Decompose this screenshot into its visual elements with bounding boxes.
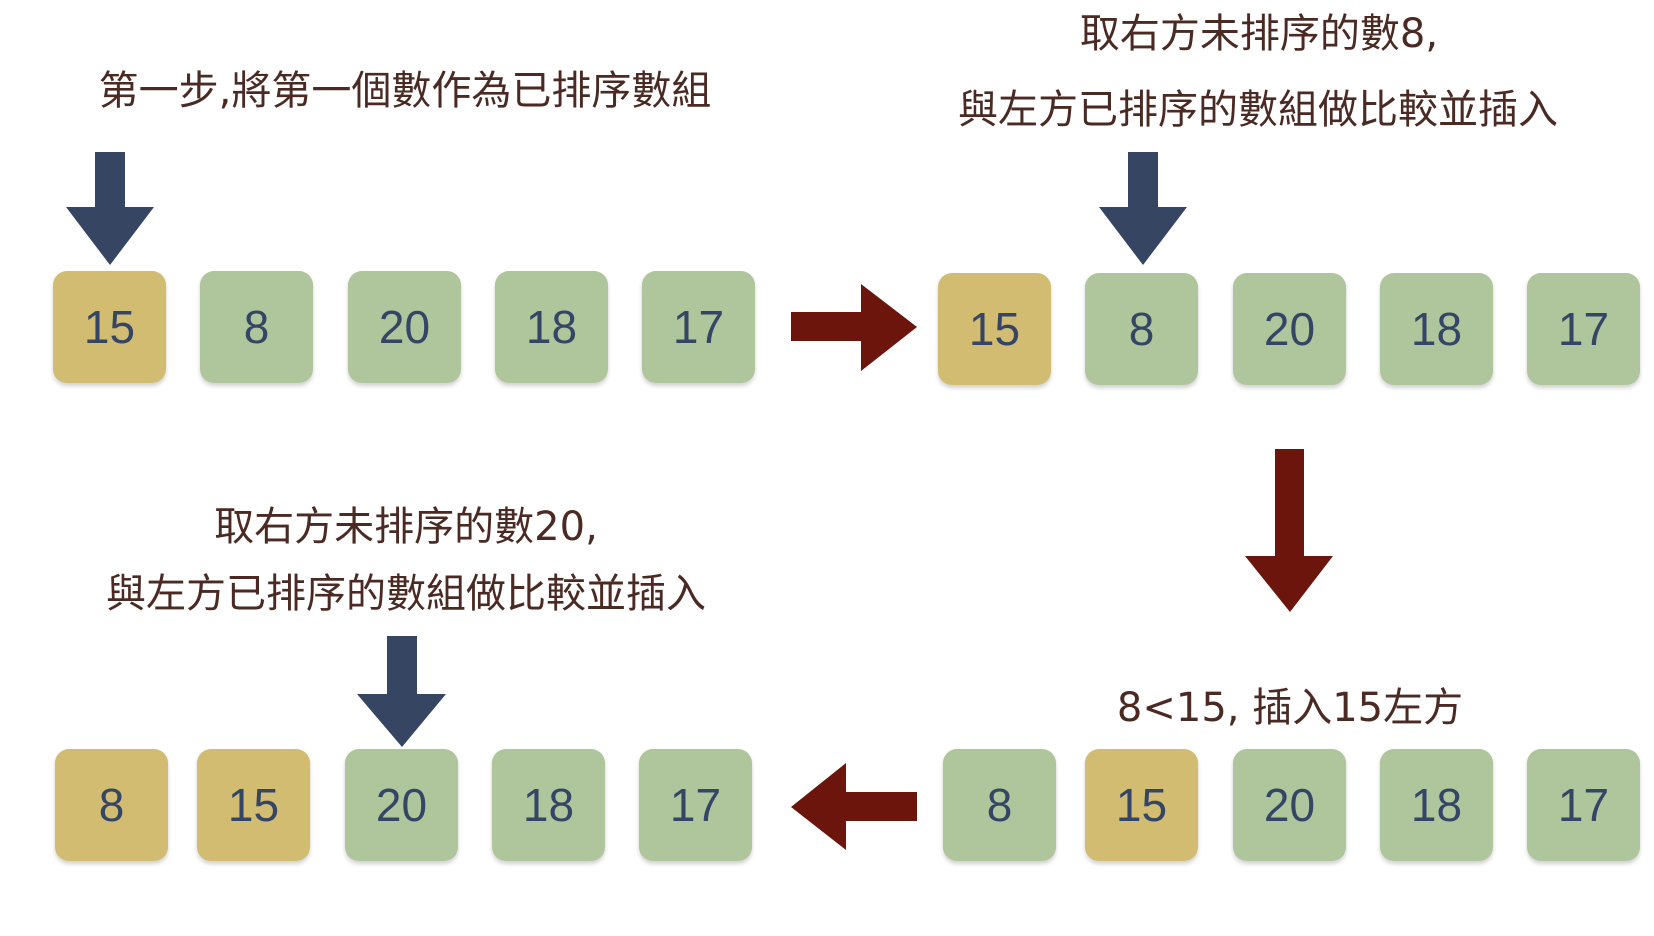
unsorted-array-cell: 20 [1233,273,1346,385]
unsorted-array-cell: 18 [492,749,605,861]
unsorted-array-cell: 20 [1233,749,1346,861]
unsorted-array-cell: 20 [348,271,461,383]
unsorted-array-cell: 8 [1085,273,1198,385]
sorted-array-cell: 15 [197,749,310,861]
pointer-arrow-step4-icon [357,636,446,747]
step4-caption-line1: 取右方未排序的數20, [214,504,598,550]
flow-arrow-left-icon [791,763,917,850]
unsorted-array-cell: 8 [943,749,1056,861]
sorted-array-cell: 15 [53,271,166,383]
unsorted-array-cell: 20 [345,749,458,861]
sorted-array-cell: 8 [55,749,168,861]
sorted-array-cell: 15 [1085,749,1198,861]
step4-caption-line2: 與左方已排序的數組做比較並插入 [106,571,706,617]
pointer-arrow-step2-icon [1099,152,1187,265]
unsorted-array-cell: 18 [1380,749,1493,861]
step2-caption-line2: 與左方已排序的數組做比較並插入 [958,87,1558,133]
unsorted-array-cell: 17 [639,749,752,861]
unsorted-array-cell: 18 [1380,273,1493,385]
pointer-arrow-step1-icon [66,152,154,265]
unsorted-array-cell: 8 [200,271,313,383]
unsorted-array-cell: 17 [642,271,755,383]
step2-caption-line1: 取右方未排序的數8, [1079,11,1439,57]
unsorted-array-cell: 18 [495,271,608,383]
flow-arrow-down-icon [1245,449,1333,612]
flow-arrow-right-icon [791,284,917,371]
step3-caption: 8<15, 插入15左方 [1116,685,1464,731]
unsorted-array-cell: 17 [1527,273,1640,385]
sorted-array-cell: 15 [938,273,1051,385]
step1-caption: 第一步,將第一個數作為已排序數組 [98,68,712,114]
unsorted-array-cell: 17 [1527,749,1640,861]
